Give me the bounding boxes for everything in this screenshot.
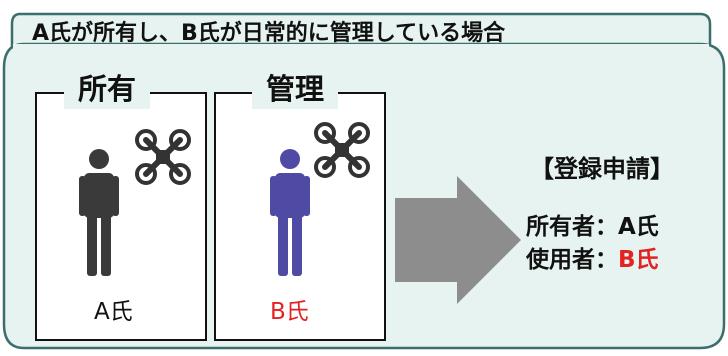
person-a-name: A氏 <box>94 299 133 325</box>
user-label: 使用者： <box>526 247 618 273</box>
drone-icon <box>135 129 191 185</box>
person-b-name: B氏 <box>270 299 309 325</box>
user-line: 使用者：B氏 <box>526 240 659 274</box>
ownership-box-frame <box>35 92 207 341</box>
header-title: A氏が所有し、B氏が日常的に管理している場合 <box>32 21 506 46</box>
ownership-label: 所有 <box>64 69 151 109</box>
ownership-box <box>35 92 207 341</box>
right-arrow-icon <box>395 176 521 304</box>
person-icon <box>270 149 310 276</box>
owner-value: A氏 <box>618 214 659 240</box>
registration-heading: 【登録申請】 <box>530 155 674 183</box>
seam-cover <box>13 44 709 56</box>
owner-line: 所有者：A氏 <box>526 207 659 241</box>
owner-label: 所有者： <box>526 214 618 240</box>
management-label: 管理 <box>252 69 339 109</box>
drone-icon <box>314 122 370 178</box>
person-icon <box>79 149 119 276</box>
user-value: B氏 <box>618 247 659 273</box>
